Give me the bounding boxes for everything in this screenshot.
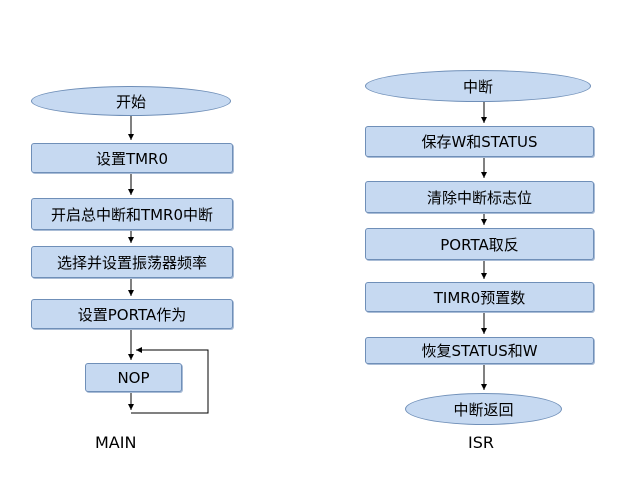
- isr-step-1: 保存W和STATUS: [365, 126, 594, 157]
- isr-step-5: 恢复STATUS和W: [365, 337, 594, 364]
- main-step-1: 设置TMR0: [31, 143, 233, 173]
- main-caption: MAIN: [95, 433, 137, 452]
- main-loop-nop: NOP: [85, 363, 182, 392]
- isr-step-3: PORTA取反: [365, 228, 594, 260]
- isr-step-2: 清除中断标志位: [365, 181, 594, 213]
- main-step-4: 设置PORTA作为: [31, 299, 233, 329]
- isr-start-node: 中断: [365, 70, 591, 102]
- isr-end-node: 中断返回: [405, 393, 562, 425]
- main-step-2: 开启总中断和TMR0中断: [31, 198, 233, 230]
- main-step-3: 选择并设置振荡器频率: [31, 246, 233, 278]
- isr-caption: ISR: [468, 433, 494, 452]
- main-start-node: 开始: [31, 86, 231, 116]
- isr-step-4: TIMR0预置数: [365, 282, 594, 312]
